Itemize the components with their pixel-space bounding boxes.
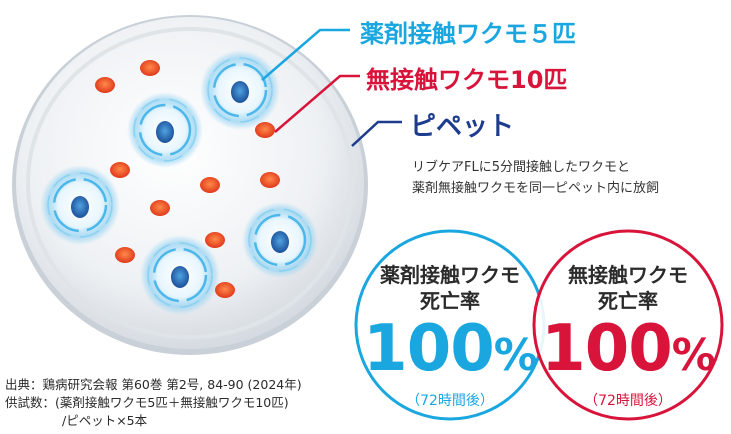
description: リブケアFLに5分間接触したワクモと 薬剤無接触ワクモを同一ピペット内に放飼 bbox=[412, 157, 659, 199]
treated-mite bbox=[127, 92, 203, 168]
untreated-mite bbox=[205, 232, 225, 248]
description-line-2: 薬剤無接触ワクモを同一ピペット内に放飼 bbox=[412, 181, 660, 196]
untreated-mite bbox=[150, 200, 170, 216]
treated-result: 薬剤接触ワクモ 死亡率 100% （72時間後） bbox=[355, 262, 545, 411]
untreated-mite bbox=[95, 77, 115, 93]
untreated-result-note: （72時間後） bbox=[584, 393, 672, 409]
treated-leader-line bbox=[261, 28, 350, 81]
untreated-mite bbox=[255, 122, 275, 138]
untreated-result: 無接触ワクモ 死亡率 100% （72時間後） bbox=[533, 262, 723, 411]
untreated-result-subtitle: 死亡率 bbox=[598, 289, 658, 313]
untreated-mite bbox=[115, 247, 135, 263]
source-citation: 出典：鶏病研究会報 第60巻 第2号, 84-90 (2024年) bbox=[5, 377, 302, 392]
treated-result-title: 薬剤接触ワクモ bbox=[380, 263, 520, 287]
sample-count: 供試数：(薬剤接触ワクモ5匹＋無接触ワクモ10匹) bbox=[5, 395, 289, 410]
untreated-result-value: 100% bbox=[541, 312, 716, 386]
pipette-label: ピペット bbox=[410, 112, 515, 142]
sample-count-detail: /ピペット×5本 bbox=[62, 413, 148, 428]
untreated-mite bbox=[200, 177, 220, 193]
description-line-1: リブケアFLに5分間接触したワクモと bbox=[412, 160, 630, 175]
treated-result-note: （72時間後） bbox=[406, 393, 494, 409]
untreated-label: 無接触ワクモ10匹 bbox=[366, 66, 568, 94]
treated-mite bbox=[200, 50, 280, 130]
treated-mite bbox=[40, 165, 120, 245]
untreated-result-ring bbox=[532, 229, 724, 421]
untreated-mite bbox=[215, 282, 235, 298]
untreated-mite bbox=[260, 172, 280, 188]
untreated-leader-line bbox=[274, 74, 360, 133]
pipette-leader-line bbox=[351, 120, 402, 147]
treated-mite bbox=[140, 235, 220, 315]
untreated-mite bbox=[140, 60, 160, 76]
treated-mite bbox=[242, 202, 318, 278]
untreated-mite bbox=[110, 162, 130, 178]
treated-label: 薬剤接触ワクモ５匹 bbox=[360, 20, 576, 48]
untreated-result-title: 無接触ワクモ bbox=[568, 263, 688, 287]
treated-result-subtitle: 死亡率 bbox=[420, 289, 480, 313]
treated-result-value: 100% bbox=[363, 312, 538, 386]
